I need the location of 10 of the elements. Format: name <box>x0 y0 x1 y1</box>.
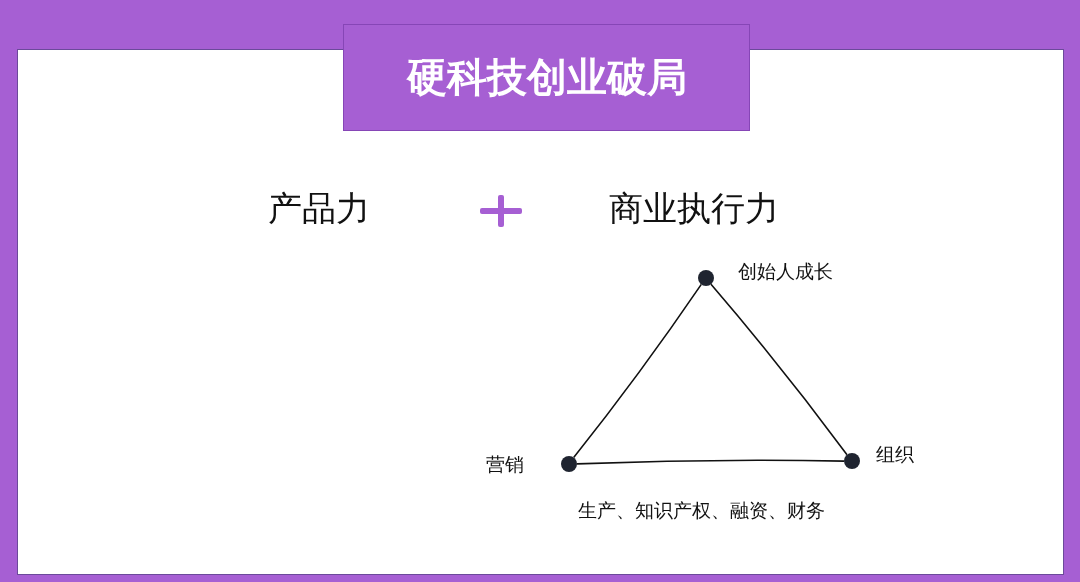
node-label: 组织 <box>876 444 914 466</box>
connector-line <box>576 459 845 465</box>
heading-text: 商业执行力 <box>609 189 779 228</box>
connector-line <box>572 283 703 459</box>
node-label: 创始人成长 <box>738 261 833 283</box>
title-banner: 硬科技创业破局 <box>343 24 750 131</box>
caption-text: 生产、知识产权、融资、财务 <box>578 500 825 522</box>
connector-line <box>710 283 848 456</box>
node-label: 营销 <box>486 454 524 476</box>
heading-text: 产品力 <box>268 189 370 228</box>
